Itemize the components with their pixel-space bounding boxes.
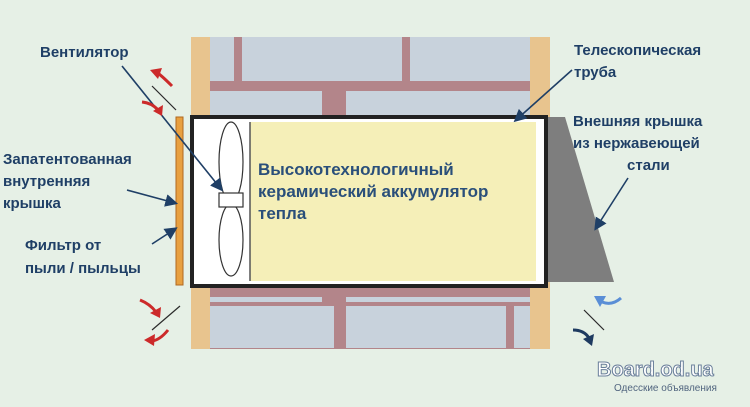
dark-arrow-icon [572, 328, 591, 339]
label-outer-cover-line2: из нержавеющей [573, 135, 700, 152]
flow-divider [151, 85, 177, 111]
pointer-pipe [513, 69, 573, 123]
label-fan: Вентилятор [40, 44, 129, 61]
label-inner-cover-line3: крышка [3, 195, 61, 212]
watermark-site: Board.od.ua [597, 359, 715, 381]
fan-icon [218, 121, 244, 277]
brick [514, 306, 530, 348]
warm-arrow-icon [139, 298, 158, 313]
dark-arrowhead-icon [583, 334, 594, 346]
pointer-filter [151, 227, 178, 245]
cool-arrowhead-icon [594, 296, 606, 307]
flow-divider [151, 305, 181, 331]
warm-arrowhead-icon [153, 105, 163, 116]
brick [210, 91, 322, 115]
label-outer-cover-line1: Внешняя крышка [573, 113, 703, 130]
inner-cover-filter [175, 116, 184, 286]
label-filter-line2: пыли / пыльцы [25, 260, 141, 277]
brick [346, 297, 530, 302]
warm-arrowhead-icon [144, 334, 155, 346]
outer-stainless-cover [542, 117, 614, 282]
brick [210, 306, 334, 348]
airflow-arrows-top-left [141, 68, 177, 116]
watermark-tagline: Одесские объявления [614, 382, 717, 394]
brick [410, 37, 530, 81]
label-inner-cover-line2: внутренняя [3, 173, 90, 190]
brick [210, 37, 234, 81]
label-filter-line1: Фильтр от [25, 237, 101, 254]
brick [210, 297, 322, 302]
brick [242, 37, 402, 81]
label-pipe-line1: Телескопическая [574, 42, 701, 59]
warm-arrowhead-icon [150, 307, 161, 318]
flow-divider [583, 309, 605, 331]
pointer-inner-cover [126, 189, 179, 207]
pointer-fan [121, 65, 224, 192]
airflow-arrows-bottom-left [139, 298, 181, 346]
brick [346, 91, 530, 115]
cool-arrow-icon [601, 296, 622, 305]
core-text-line1: Высокотехнологичный [258, 160, 454, 179]
label-inner-cover-line1: Запатентованная [3, 151, 132, 168]
pointer-outer-cover [594, 177, 629, 231]
warm-arrowhead-icon [150, 68, 162, 79]
ceramic-accumulator [250, 122, 536, 281]
core-text-line3: тепла [258, 204, 307, 223]
warm-arrow-icon [141, 100, 160, 112]
label-pipe-line2: труба [574, 64, 617, 81]
brick [346, 306, 506, 348]
core-text-line2: керамический аккумулятор [258, 182, 488, 201]
label-outer-cover-line3: стали [627, 157, 670, 174]
airflow-arrows-bottom-right [572, 296, 622, 346]
